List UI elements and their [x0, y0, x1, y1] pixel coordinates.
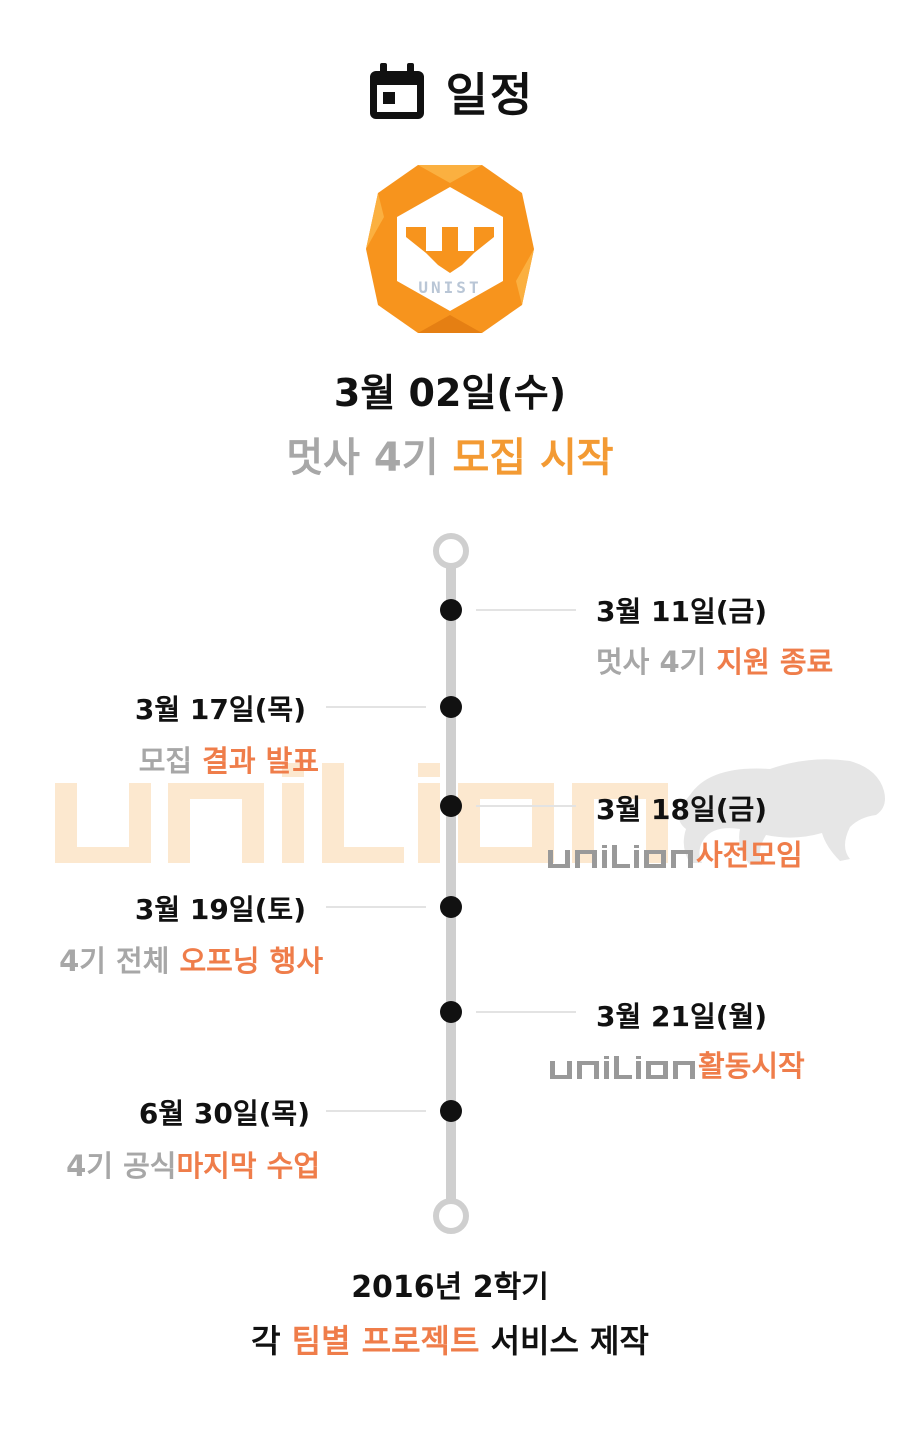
connector-line [476, 1011, 576, 1013]
connector-line [326, 1110, 426, 1112]
timeline-dot [440, 1001, 462, 1023]
event-date: 6월 30일(목) [138, 1097, 310, 1130]
connector-line [476, 609, 576, 611]
footer-text-a: 각 [251, 1322, 292, 1360]
start-description: 멋사 4기 모집 시작 [0, 425, 900, 483]
page-header: 일정 [0, 52, 900, 132]
event-desc-accent: 오프닝 행사 [179, 944, 324, 978]
start-date: 3월 02일(수) [333, 371, 567, 415]
start-desc-grey: 멋사 4기 [286, 435, 453, 481]
timeline-dot [440, 599, 462, 621]
connector-line [476, 805, 576, 807]
timeline-dot [440, 696, 462, 718]
logo-text: UNIST [418, 278, 481, 297]
timeline-line [446, 568, 456, 1200]
connector-line [326, 906, 426, 908]
event-desc-grey: 멋사 4기 [596, 645, 717, 679]
event-desc-accent: 마지막 수업 [176, 1149, 321, 1183]
connector-line [326, 706, 426, 708]
event-desc-grey: 4기 공식 [66, 1149, 177, 1183]
footer-description: 각 팀별 프로젝트 서비스 제작 [0, 1316, 900, 1362]
timeline-dot [440, 795, 462, 817]
unilion-watermark [55, 759, 885, 865]
timeline-start-ring [433, 533, 469, 569]
event-desc-accent: 사전모임 [696, 838, 803, 872]
calendar-icon [369, 63, 424, 119]
page-title: 일정 [445, 68, 535, 122]
event-date: 3월 17일(목) [134, 693, 306, 726]
unilion-wordmark: unilion [548, 845, 693, 868]
event-description: 멋사 4기 지원 종료 [596, 639, 833, 681]
footer-semester: 2016년 2학기 [351, 1270, 549, 1305]
event-description: 4기 공식마지막 수업 [0, 1143, 320, 1185]
event-desc-grey: 모집 [138, 744, 203, 778]
event-date: 3월 21일(월) [596, 1000, 768, 1033]
event-description: unilion 활동시작 [550, 1043, 805, 1085]
event-date: 3월 11일(금) [596, 595, 768, 628]
event-date: 3월 18일(금) [596, 793, 768, 826]
footer-text-accent: 팀별 프로젝트 [291, 1322, 480, 1360]
event-desc-accent: 지원 종료 [716, 645, 834, 679]
unilion-wordmark: unilion [550, 1056, 695, 1079]
timeline-end-ring [433, 1198, 469, 1234]
event-date: 3월 19일(토) [134, 893, 306, 926]
event-description: 4기 전체 오프닝 행사 [0, 938, 323, 980]
event-desc-accent: 활동시작 [698, 1049, 805, 1083]
event-description: 모집 결과 발표 [0, 738, 319, 780]
unist-lion-logo: UNIST [366, 165, 534, 333]
footer-text-b: 서비스 제작 [479, 1322, 649, 1360]
event-desc-grey: 4기 전체 [59, 944, 180, 978]
timeline-dot [440, 896, 462, 918]
event-description: unilion 사전모임 [548, 832, 803, 874]
event-desc-accent: 결과 발표 [202, 744, 319, 778]
start-desc-accent: 모집 시작 [452, 435, 614, 481]
timeline-dot [440, 1100, 462, 1122]
